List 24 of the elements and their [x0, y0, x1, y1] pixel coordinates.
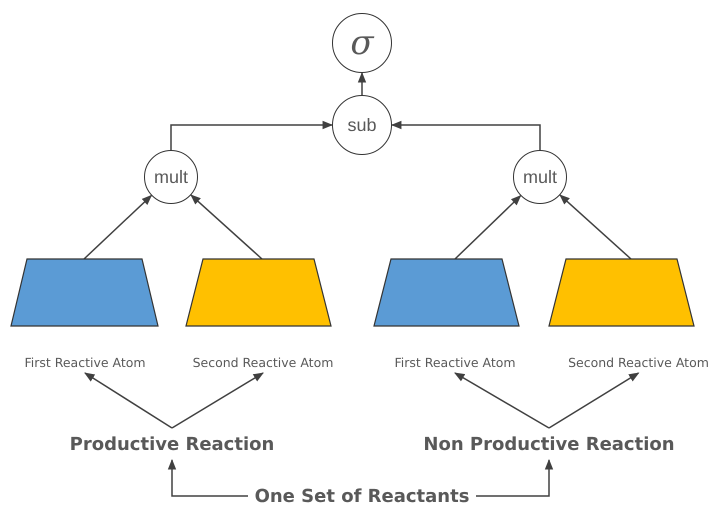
group-heading: Non Productive Reaction [414, 428, 684, 460]
group-heading: One Set of Reactants [248, 481, 476, 511]
arrow [168, 458, 248, 497]
arrow [476, 458, 554, 497]
arrow [548, 372, 640, 429]
arrow [83, 194, 152, 260]
group-heading: Productive Reaction [62, 428, 282, 460]
operation-node: sub [332, 95, 392, 155]
input-label: First Reactive Atom [4, 351, 166, 373]
operation-node: mult [144, 150, 198, 204]
arrow [358, 72, 366, 95]
arrow [454, 372, 550, 429]
arrow [559, 194, 632, 260]
arrow [84, 372, 172, 429]
arrow [170, 120, 334, 150]
input-label: Second Reactive Atom [182, 351, 344, 373]
arrow [454, 195, 522, 260]
arrow [172, 372, 264, 429]
sigma-node: σ [332, 13, 392, 73]
arrow [190, 194, 262, 260]
input-label: First Reactive Atom [374, 351, 536, 373]
input-label: Second Reactive Atom [556, 351, 721, 373]
operation-node: mult [513, 150, 567, 204]
arrow [390, 120, 541, 150]
